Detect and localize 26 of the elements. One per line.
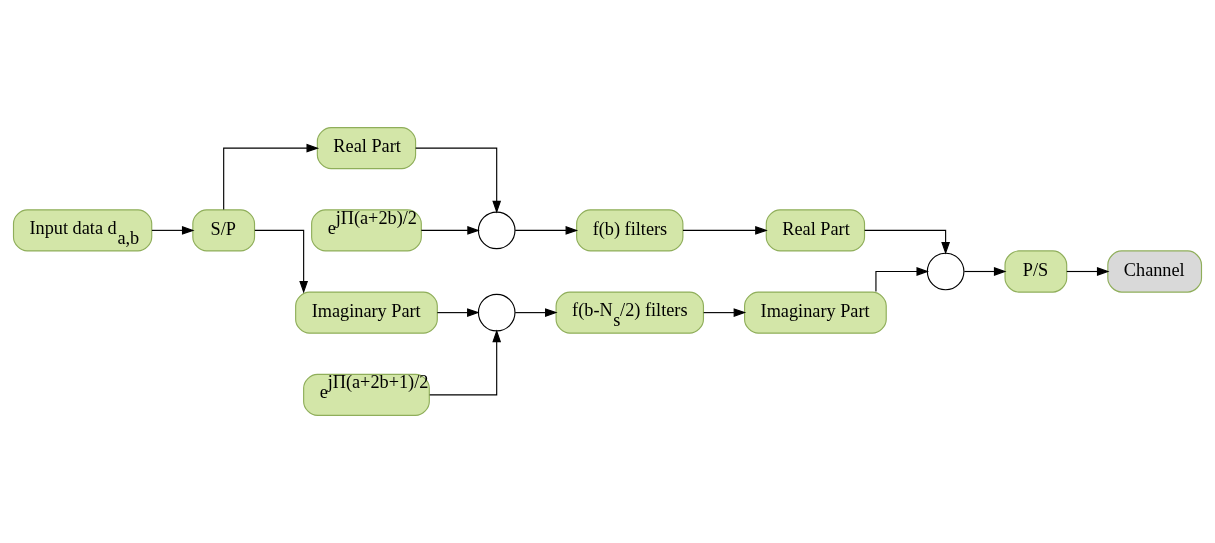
arrow	[682, 225, 768, 235]
node-box: f(b) filters	[576, 209, 684, 252]
arrow	[429, 329, 502, 396]
node-circle	[477, 211, 516, 250]
node-circle	[926, 252, 965, 291]
arrow	[151, 225, 195, 235]
arrow	[1066, 267, 1110, 276]
arrow	[254, 229, 309, 294]
arrow	[703, 308, 747, 318]
node-box: S/P	[192, 209, 256, 252]
arrow	[436, 308, 480, 318]
arrow	[223, 143, 320, 211]
arrow	[875, 267, 930, 293]
node-box: Real Part	[765, 209, 866, 252]
node-box: Real Part	[316, 127, 417, 170]
node-box: Imaginary Part	[295, 291, 438, 334]
node-box: Imaginary Part	[744, 291, 887, 334]
arrow	[514, 225, 579, 235]
node-box: Channel	[1107, 250, 1203, 293]
arrow	[514, 308, 558, 318]
arrow	[415, 147, 502, 214]
arrow	[963, 267, 1007, 276]
node-circle	[477, 293, 516, 332]
node-box: P/S	[1004, 250, 1068, 293]
arrow	[420, 225, 480, 235]
arrow	[864, 229, 951, 255]
